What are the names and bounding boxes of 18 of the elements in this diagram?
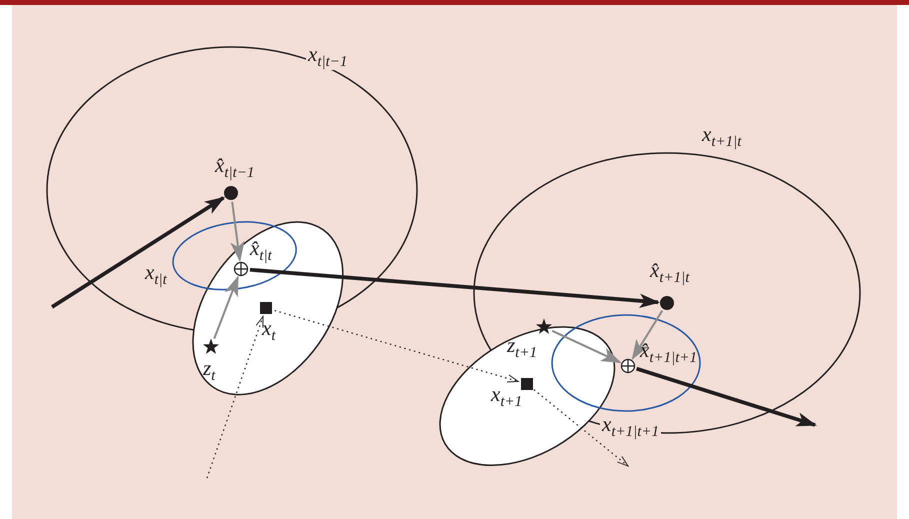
arrow xyxy=(213,275,239,339)
math-label: x̂$_{t+1|t+1}$ xyxy=(640,340,698,366)
math-label: x$_{t+1}$ xyxy=(491,384,522,410)
math-label: x$_{t}$ xyxy=(262,318,276,344)
math-label: x̂$_{t+1|t}$ xyxy=(650,260,690,286)
math-label: x̂$_{t|t−1}$ xyxy=(215,155,254,181)
arrow xyxy=(230,202,245,262)
dotted-arrow xyxy=(534,389,628,466)
math-label: z$_{t+1}$ xyxy=(506,335,537,361)
dotted-arrow xyxy=(274,310,519,382)
math-label: x̂$_{t|t}$ xyxy=(250,238,272,264)
dotted-arrow xyxy=(206,316,264,478)
arrow xyxy=(552,330,622,364)
arrow xyxy=(636,366,817,427)
arrow xyxy=(632,310,664,360)
arrow xyxy=(50,196,226,309)
math-label: z$_{t}$ xyxy=(202,358,216,384)
arrow xyxy=(250,268,660,308)
